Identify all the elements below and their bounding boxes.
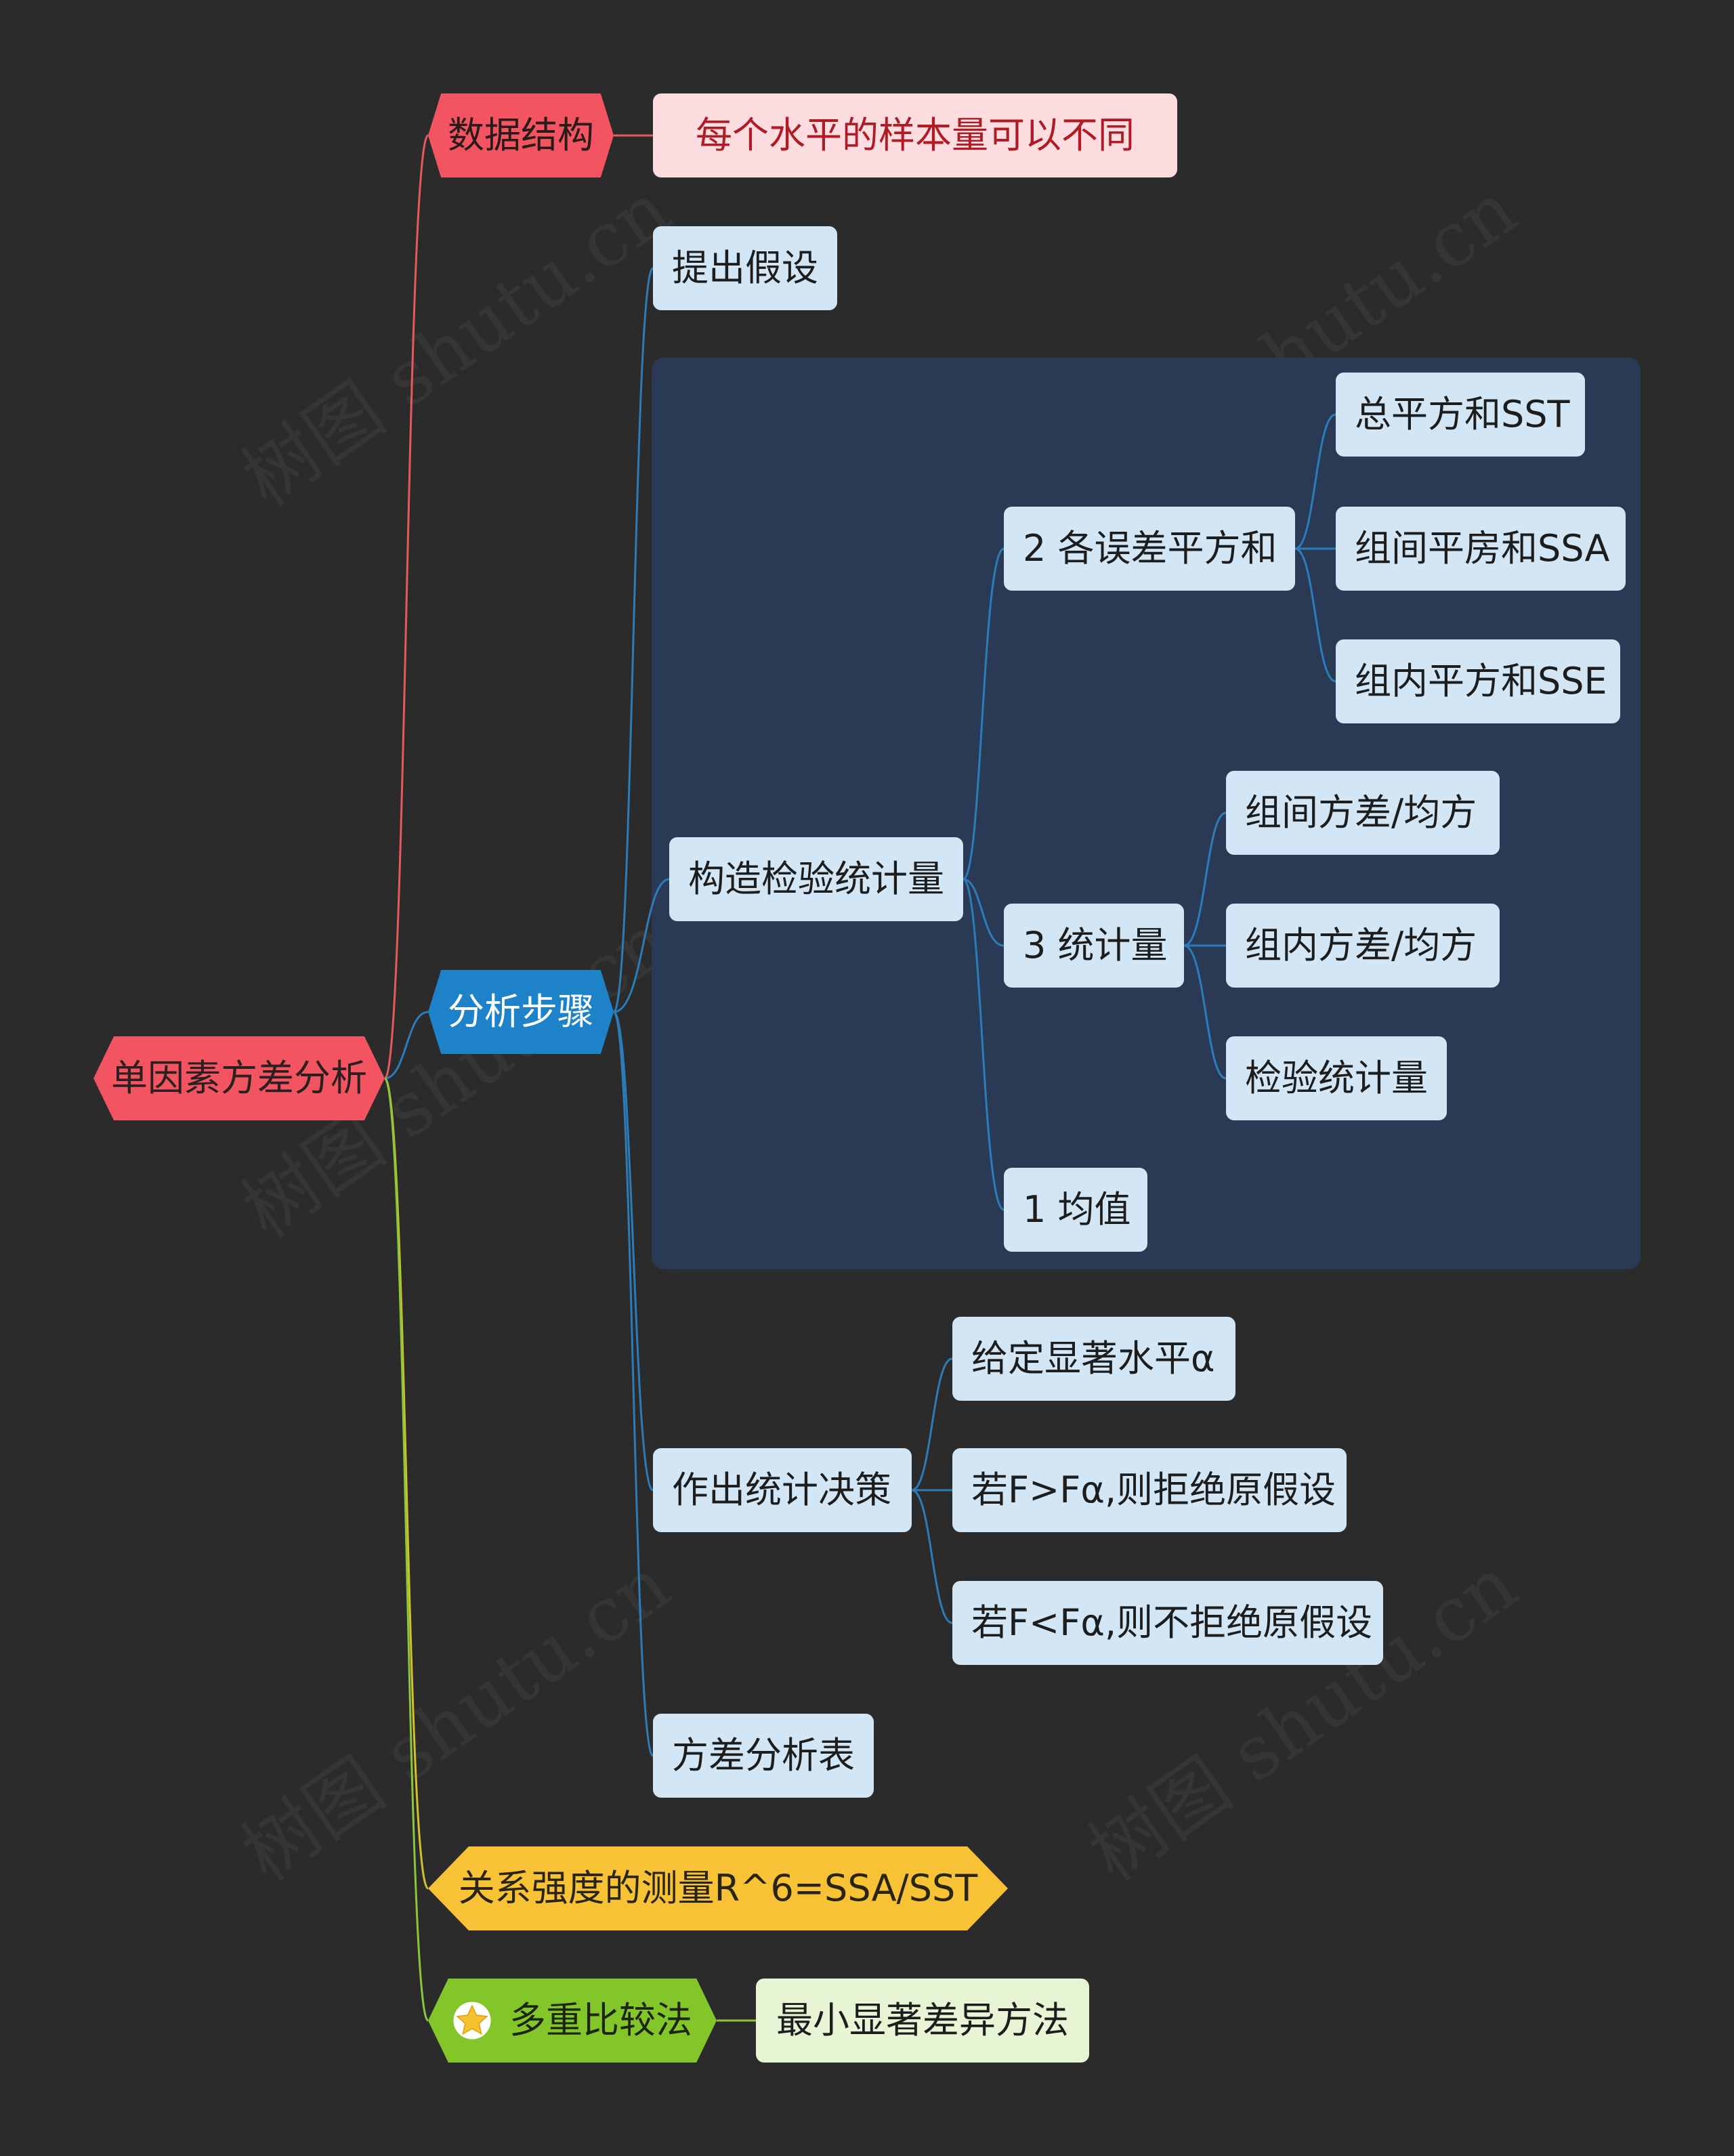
node-within-variance[interactable]: 组内方差/均方 <box>1226 904 1500 988</box>
root-topic-label: 单因素方差分析 <box>111 1057 367 1099</box>
node-sst-label: 总平方和SST <box>1355 393 1570 436</box>
link-root-relation-strength <box>383 1077 429 1890</box>
node-sse-label: 组内平方和SSE <box>1355 660 1607 702</box>
branch-analysis-steps[interactable]: 分析步骤 <box>428 970 614 1054</box>
node-decision-label: 作出统计决策 <box>672 1468 891 1511</box>
link-steps-construct <box>613 878 670 1013</box>
branch-relation-strength-label: 关系强度的测量R^6=SSA/SST <box>458 1867 978 1909</box>
node-lsd-label: 最小显著差异方法 <box>776 1999 1069 2042</box>
node-lsd[interactable]: 最小显著差异方法 <box>756 1979 1089 2063</box>
node-sum-of-squares-label: 2 各误差平方和 <box>1023 527 1277 570</box>
link-decision-alpha <box>911 1357 953 1492</box>
link-construct-mean <box>963 878 1005 1211</box>
node-decision[interactable]: 作出统计决策 <box>653 1448 912 1532</box>
branch-multiple-comparison-label: 多重比较法 <box>509 1999 692 2042</box>
node-hypothesis-label: 提出假设 <box>672 247 818 289</box>
node-alpha-label: 给定显著水平α <box>971 1337 1215 1380</box>
link-steps-anova-table <box>612 1011 654 1757</box>
node-ssa[interactable]: 组间平房和SSA <box>1336 507 1626 591</box>
node-not-reject-label: 若F<Fα,则不拒绝原假设 <box>971 1601 1373 1644</box>
node-sample-size[interactable]: 每个水平的样本量可以不同 <box>653 93 1177 177</box>
node-reject-label: 若F>Fα,则拒绝原假设 <box>971 1468 1336 1511</box>
node-not-reject[interactable]: 若F<Fα,则不拒绝原假设 <box>952 1581 1383 1665</box>
node-ssa-label: 组间平房和SSA <box>1355 527 1610 570</box>
branch-multiple-comparison[interactable]: 多重比较法 <box>428 1979 717 2063</box>
node-test-statistic-label: 检验统计量 <box>1245 1057 1428 1099</box>
node-hypothesis[interactable]: 提出假设 <box>653 226 837 310</box>
node-between-variance-label: 组间方差/均方 <box>1245 791 1477 834</box>
node-construct-statistic[interactable]: 构造检验统计量 <box>669 837 963 921</box>
link-stat-between <box>1183 811 1227 947</box>
node-mean-label: 1 均值 <box>1023 1188 1131 1231</box>
root-topic[interactable]: 单因素方差分析 <box>93 1036 385 1120</box>
link-construct-statistic <box>963 878 1005 947</box>
link-steps-decision <box>612 1011 654 1492</box>
link-steps-hypothesis <box>612 267 654 1013</box>
node-test-statistic[interactable]: 检验统计量 <box>1226 1036 1447 1120</box>
link-ss-sse <box>1294 547 1336 683</box>
node-within-variance-label: 组内方差/均方 <box>1245 924 1477 967</box>
node-between-variance[interactable]: 组间方差/均方 <box>1226 771 1500 855</box>
node-construct-statistic-label: 构造检验统计量 <box>688 858 944 900</box>
link-decision-accept <box>911 1489 953 1624</box>
node-statistic-label: 3 统计量 <box>1023 924 1168 967</box>
node-statistic[interactable]: 3 统计量 <box>1004 904 1184 988</box>
node-sst[interactable]: 总平方和SST <box>1336 373 1585 457</box>
link-stat-test <box>1183 944 1227 1080</box>
node-sample-size-label: 每个水平的样本量可以不同 <box>696 114 1135 156</box>
node-sum-of-squares[interactable]: 2 各误差平方和 <box>1004 507 1295 591</box>
star-icon <box>453 2002 491 2039</box>
branch-data-structure[interactable]: 数据结构 <box>428 93 614 177</box>
node-alpha[interactable]: 给定显著水平α <box>952 1317 1235 1401</box>
node-reject[interactable]: 若F>Fα,则拒绝原假设 <box>952 1448 1347 1532</box>
link-root-multiple-comparison <box>383 1077 429 2022</box>
node-mean[interactable]: 1 均值 <box>1004 1168 1147 1252</box>
link-construct-ss <box>963 547 1005 881</box>
branch-analysis-steps-label: 分析步骤 <box>448 990 594 1033</box>
node-sse[interactable]: 组内平方和SSE <box>1336 639 1620 723</box>
branch-data-structure-label: 数据结构 <box>448 114 594 156</box>
link-root-analysis-steps <box>384 1011 429 1080</box>
node-anova-table[interactable]: 方差分析表 <box>653 1714 874 1798</box>
branch-relation-strength[interactable]: 关系强度的测量R^6=SSA/SST <box>428 1846 1008 1930</box>
node-anova-table-label: 方差分析表 <box>672 1734 855 1777</box>
link-root-data-structure <box>383 134 429 1080</box>
link-ss-sst <box>1294 413 1336 550</box>
